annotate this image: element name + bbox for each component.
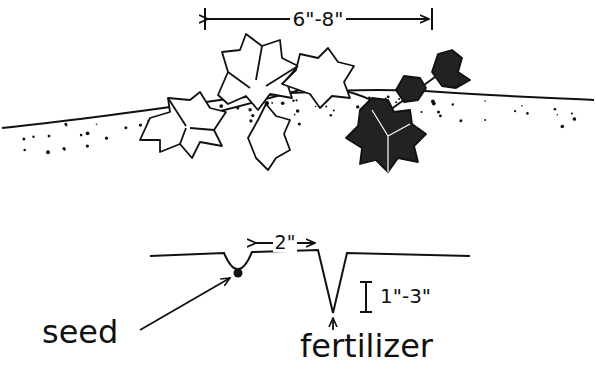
soil-dot [32,136,34,138]
soil-dot [395,101,397,103]
fertilizer-leader [332,318,334,330]
soil-dot [23,149,26,152]
seed-dot [234,269,243,278]
soil-dot [251,114,254,117]
soil-dot [124,126,127,129]
soil-dot [48,135,51,138]
dimension-label: 1"-3" [378,286,433,306]
part-label: seed [40,316,120,348]
soil-dot [281,101,285,105]
soil-dot [294,114,296,116]
trench-profile [150,250,470,313]
soil-dot [420,111,422,113]
soil-dot [296,99,298,101]
soil-dot [65,125,67,127]
soil-dot [574,119,576,121]
dark-leaves [346,50,470,172]
dimension-line [205,8,432,30]
soil-dot [398,98,400,100]
soil-dot [296,109,300,113]
soil-dot [105,137,108,140]
soil-dot [432,102,436,106]
part-label: fertilizer [298,330,435,362]
soil-dot [315,106,317,108]
soil-dot [561,125,565,129]
soil-dot [219,104,223,108]
soil-dot [459,119,462,122]
soil-dot [557,114,559,116]
soil-dot [63,147,66,150]
soil-dots [22,95,576,154]
ground-line [2,90,594,128]
seed-leader [140,278,230,330]
soil-dot [554,108,557,111]
soil-dot [86,131,90,135]
soil-dot [484,119,486,121]
soil-dot [514,110,516,112]
soil-dot [64,149,66,151]
soil-dot [22,138,25,141]
soil-dot [248,108,251,111]
soil-dot [526,112,529,115]
soil-dot [86,145,89,148]
soil-dot [571,112,573,114]
soil-dot [139,124,142,127]
soil-dot [521,105,523,107]
leaves [140,34,354,170]
soil-dot [292,100,294,102]
soil-dot [46,150,50,154]
soil-dot [437,110,440,113]
soil-dot [80,134,83,137]
soil-dot [356,105,359,108]
soil-dot [452,103,454,105]
soil-dot [333,109,335,111]
soil-dot [249,119,252,122]
soil-dot [325,105,327,107]
depth-marker [360,282,372,312]
soil-dot [271,102,273,104]
soil-dot [96,124,98,126]
dimension-label: 2" [273,233,298,252]
soil-dot [439,115,442,118]
soil-dot [64,123,67,126]
soil-dot [330,114,333,117]
dimension-label: 6"-8" [290,9,345,29]
soil-dot [484,100,486,102]
soil-dot [298,122,301,125]
soil-dot [387,95,390,98]
soil-dot [573,117,577,121]
